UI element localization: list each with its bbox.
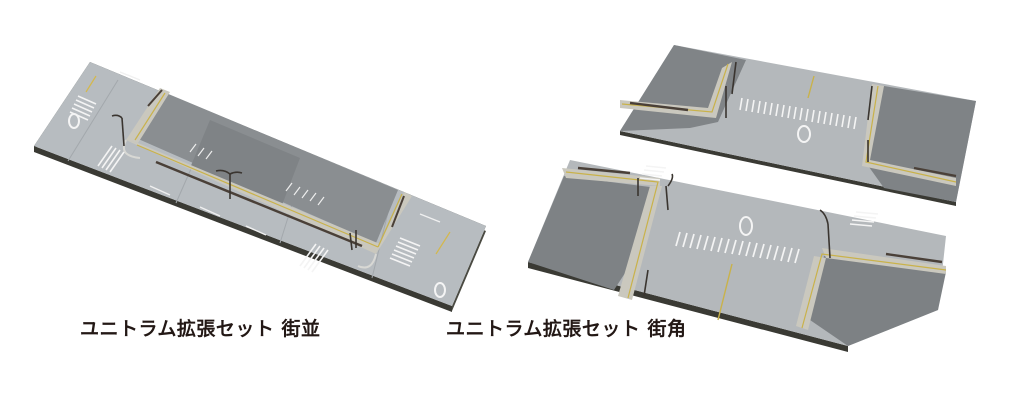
product-caption-machikado: ユニトラム拡張セット 街角 xyxy=(446,318,687,340)
product-image-machinami xyxy=(0,0,510,360)
street-block-board-illustration xyxy=(34,62,486,312)
street-corner-boards-illustration xyxy=(528,45,976,352)
lower-corner-board xyxy=(528,160,947,352)
product-caption-machinami: ユニトラム拡張セット 街並 xyxy=(80,318,321,340)
upper-corner-board xyxy=(620,45,976,206)
product-image-machikado xyxy=(510,0,1020,360)
